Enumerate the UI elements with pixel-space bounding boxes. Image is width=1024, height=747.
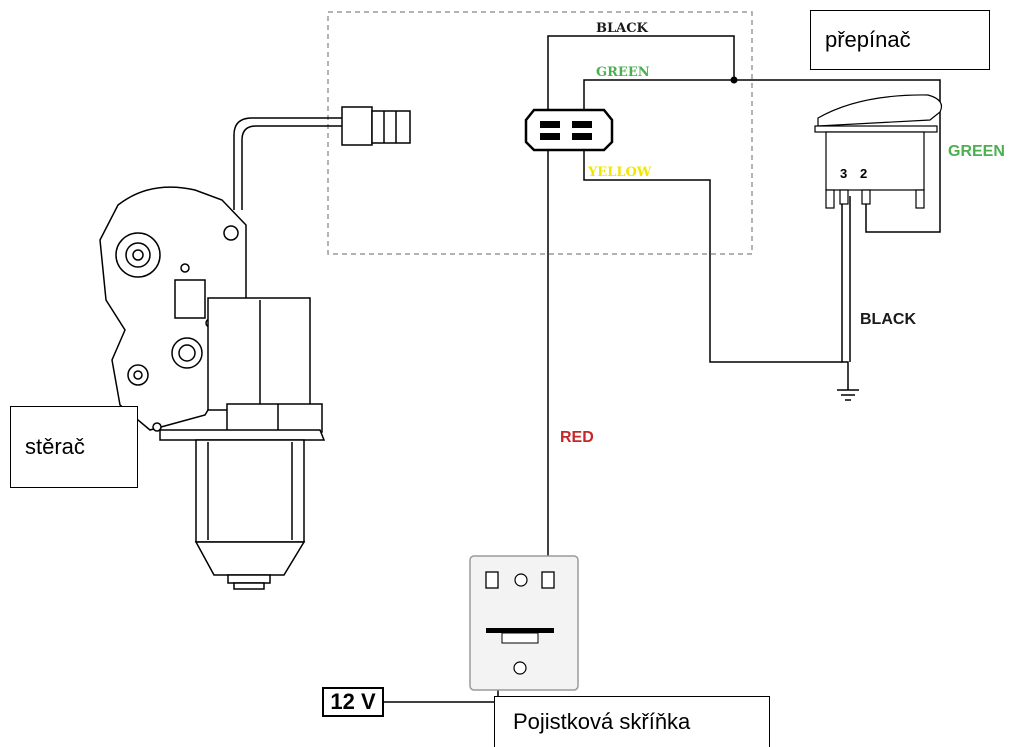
wire-yellow [583,150,842,363]
dashed-enclosure [327,11,753,255]
fusebox-callout: Pojistková skříňka [494,696,770,747]
switch-callout: přepínač [810,10,990,70]
switch-pin-3: 3 [840,166,847,181]
label-green-top: GREEN [596,65,650,80]
wiper-callout-label: stěrač [25,434,85,459]
motor-plug [341,106,373,146]
center-connector [524,108,614,152]
junction-dot [730,76,738,84]
label-yellow: YELLOW [587,165,652,180]
wiper-callout: stěrač [10,406,138,488]
wire-green-top [583,79,941,233]
motor-clamp [226,403,323,433]
wiper-motor [99,106,411,590]
rocker-switch: 3 2 [814,94,943,209]
fusebox-callout-label: Pojistková skříňka [513,709,691,734]
switch-callout-label: přepínač [825,27,911,52]
switch-pin-2: 2 [860,166,867,181]
voltage-label: 12 V [322,687,384,717]
label-black-top: BLACK [596,21,649,36]
label-green-right: GREEN [948,143,1005,160]
voltage-text: 12 V [330,689,376,714]
wire-black-top [547,35,735,110]
ground-icon [837,389,859,401]
wire-black-ground [841,196,849,390]
label-red: RED [560,429,594,446]
label-black-right: BLACK [860,311,916,328]
fuse-box [469,555,579,691]
